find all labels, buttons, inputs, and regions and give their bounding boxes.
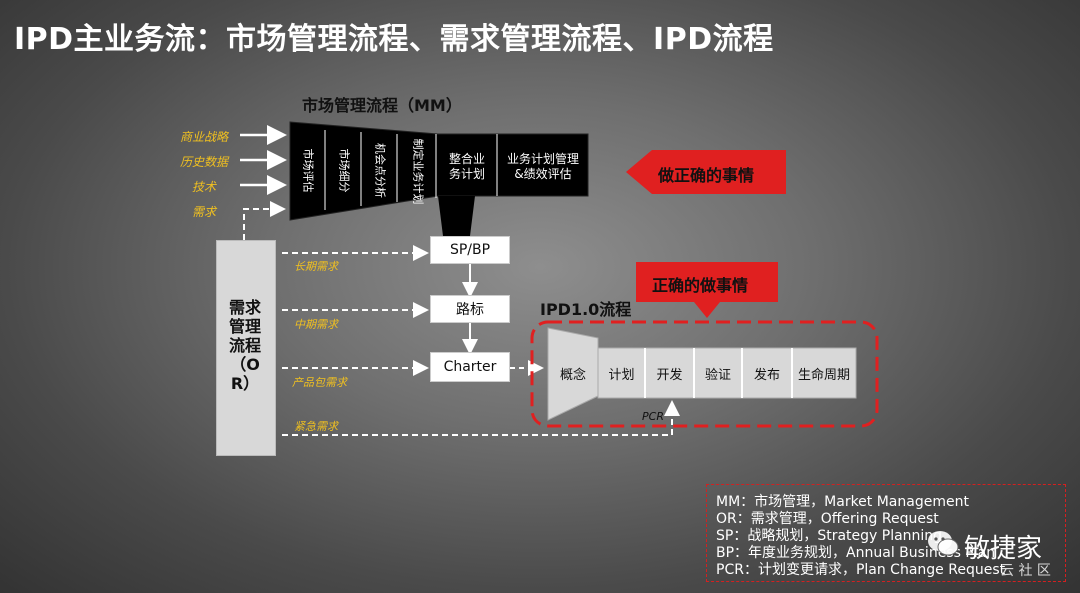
or-box [216, 240, 276, 456]
ipd-stage-verify: 验证 [704, 367, 731, 383]
demand-long-term: 长期需求 [294, 260, 338, 273]
mm-title: 市场管理流程（MM） [302, 96, 462, 115]
mm-step-market-eval: 市场评估 [301, 148, 315, 193]
legend-box [706, 484, 1066, 582]
input-label-strategy: 商业战略 [180, 130, 229, 144]
ipd-stage-plan: 计划 [608, 367, 635, 383]
tag-do-thing-right-shape [636, 262, 778, 318]
legend-item-sp: SP：战略规划，Strategy Planning [716, 528, 943, 544]
wechat-icon [928, 531, 959, 556]
tag-do-right-thing-shape [626, 150, 786, 194]
legend-item-mm: MM：市场管理，Market Management [716, 494, 969, 510]
demand-urgent: 紧急需求 [294, 420, 338, 433]
mm-step-integrate: 整合业 务计划 [448, 152, 485, 181]
mm-step-biz-plan: 制定业务计划 [411, 138, 425, 205]
input-label-tech: 技术 [192, 180, 217, 194]
ipd-frame [530, 320, 879, 428]
legend-item-bp: BP：年度业务规划，Annual Business Plan [716, 545, 996, 561]
or-label: 需求 管理 流程 （O R） [228, 298, 261, 393]
ipd-stage-concept: 概念 [559, 367, 586, 383]
demand-mid-term: 中期需求 [294, 318, 338, 331]
milestone-spbp: SP/BP [430, 236, 510, 264]
mm-step-manage: 业务计划管理 &绩效评估 [506, 152, 579, 181]
watermark-name: 敏捷家 [964, 534, 1043, 564]
ipd-stage-lifecycle: 生命周期 [797, 367, 850, 383]
funnel-neck [438, 196, 475, 236]
watermark-sub: 云 社 区 [1000, 563, 1051, 579]
tag-do-right-thing: 做正确的事情 [658, 166, 755, 185]
mm-step-opportunity: 机会点分析 [373, 143, 387, 198]
milestone-charter: Charter [430, 352, 510, 382]
ipd-bar [597, 347, 857, 399]
legend-item-or: OR：需求管理，Offering Request [716, 511, 939, 527]
input-label-demand: 需求 [192, 205, 217, 219]
input-label-history: 历史数据 [180, 155, 229, 169]
demand-package: 产品包需求 [292, 376, 347, 389]
page-title: IPD主业务流：市场管理流程、需求管理流程、IPD流程 [14, 22, 774, 57]
demand-dashed-arrow [243, 201, 286, 240]
ipd-stage-develop: 开发 [656, 367, 683, 383]
legend-item-pcr: PCR：计划变更请求，Plan Change Request [716, 562, 1006, 578]
pcr-label: PCR [642, 410, 664, 423]
ipd-title: IPD1.0流程 [540, 300, 632, 319]
mm-funnel [289, 121, 589, 221]
ipd-stage-release: 发布 [753, 367, 780, 383]
milestone-roadmap: 路标 [430, 295, 510, 323]
mm-step-market-seg: 市场细分 [337, 148, 351, 193]
tag-do-thing-right: 正确的做事情 [652, 276, 749, 295]
